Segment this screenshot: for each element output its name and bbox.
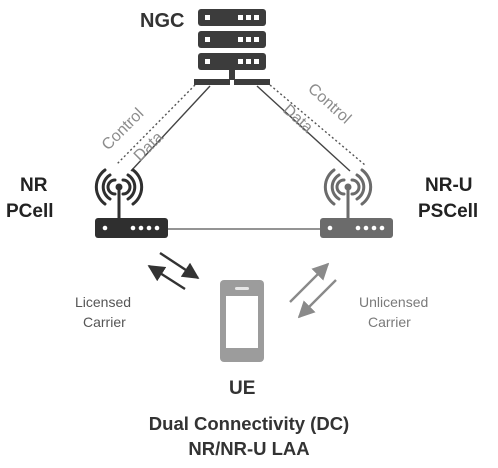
licensed-label-line1: Licensed bbox=[75, 294, 131, 310]
wifi-signal-icon bbox=[94, 168, 144, 206]
pcell-router bbox=[94, 168, 168, 238]
unlicensed-label-line2: Carrier bbox=[368, 314, 411, 330]
right-link-lines bbox=[256, 84, 366, 172]
left-link-lines bbox=[115, 84, 211, 172]
licensed-label-line2: Carrier bbox=[83, 314, 126, 330]
server-icon bbox=[194, 9, 270, 85]
unlicensed-carrier-arrows bbox=[289, 262, 337, 319]
arrow-icon bbox=[289, 262, 330, 303]
arrow-icon bbox=[297, 279, 337, 319]
arrow-icon bbox=[147, 264, 186, 291]
pscell-label-line2: PSCell bbox=[418, 201, 478, 222]
pcell-label-line1: NR bbox=[20, 175, 48, 196]
ngc-label: NGC bbox=[140, 10, 184, 32]
caption-line2: NR/NR-U LAA bbox=[188, 438, 309, 459]
left-data-label: Data bbox=[131, 129, 167, 165]
smartphone-icon bbox=[220, 280, 264, 362]
caption-line1: Dual Connectivity (DC) bbox=[149, 413, 349, 434]
wifi-signal-icon bbox=[323, 168, 373, 206]
arrow-icon bbox=[159, 251, 200, 280]
pcell-label-line2: PCell bbox=[6, 201, 54, 222]
right-data-label: Data bbox=[279, 101, 316, 136]
pscell-label-line1: NR-U bbox=[425, 175, 473, 196]
unlicensed-label-line1: Unlicensed bbox=[359, 294, 428, 310]
ue-label: UE bbox=[229, 378, 255, 399]
pscell-router bbox=[320, 168, 393, 238]
licensed-carrier-arrows bbox=[147, 251, 200, 291]
